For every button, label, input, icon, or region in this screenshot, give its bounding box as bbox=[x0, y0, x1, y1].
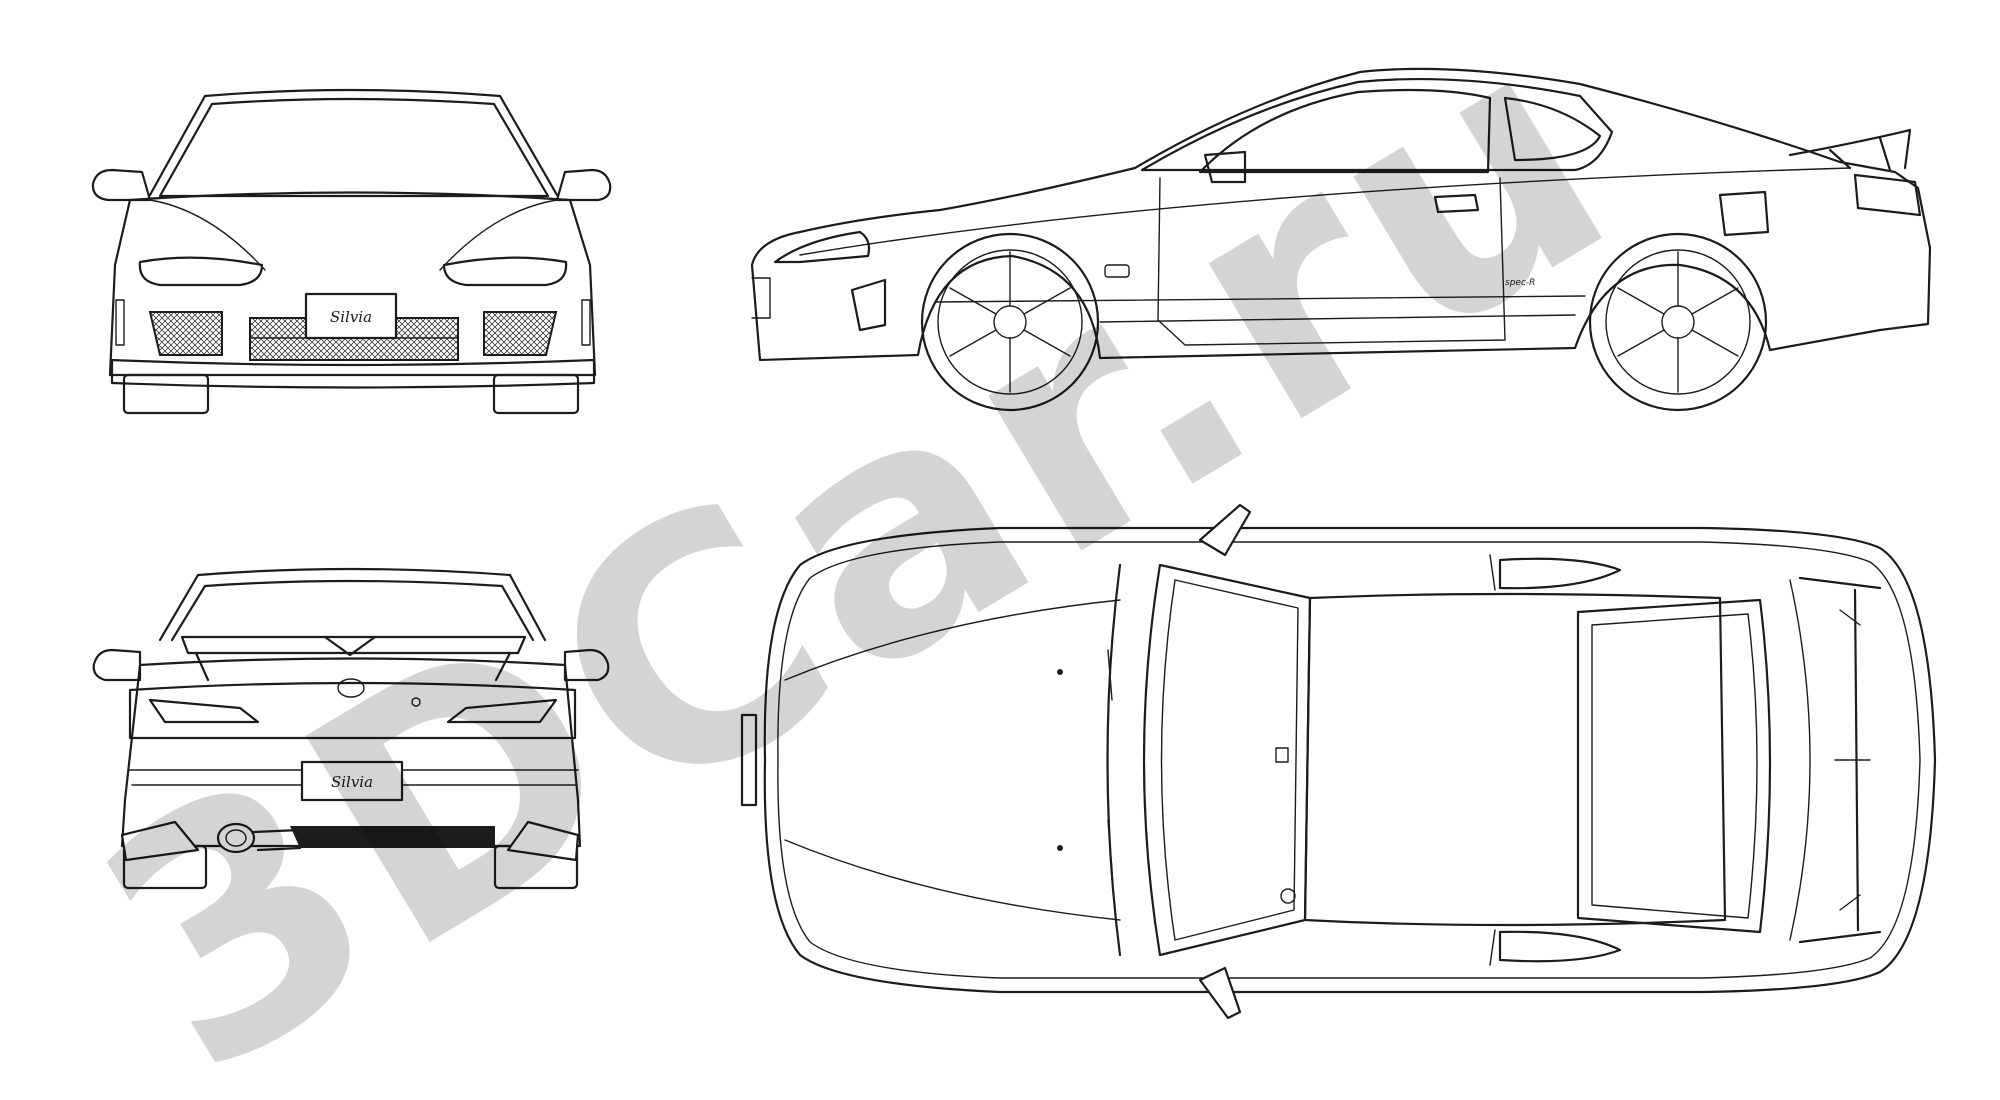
rear-view: Silvia bbox=[92, 567, 610, 890]
front-right-mirror bbox=[555, 168, 612, 202]
side-rear-spoiler bbox=[1788, 128, 1912, 172]
top-antenna-base bbox=[1280, 888, 1296, 904]
top-rear-window bbox=[1576, 598, 1772, 934]
front-right-headlight bbox=[442, 256, 568, 287]
rear-left-mirror bbox=[92, 648, 142, 682]
rear-wheel bbox=[1588, 232, 1768, 412]
front-right-tire bbox=[492, 373, 580, 415]
watermark: 3DCar.ru bbox=[42, 0, 1672, 1100]
top-windshield bbox=[1142, 563, 1312, 957]
rear-body bbox=[120, 657, 582, 848]
rear-right-taillight bbox=[446, 698, 558, 724]
front-license-plate bbox=[304, 292, 398, 340]
side-door-handle bbox=[1433, 193, 1480, 214]
front-left-tire bbox=[122, 373, 210, 415]
side-headlight bbox=[773, 230, 871, 264]
side-mirror bbox=[1203, 150, 1247, 184]
front-left-intake bbox=[148, 311, 223, 356]
hood-rear-edge bbox=[1106, 563, 1122, 957]
exhaust-tip bbox=[216, 822, 256, 854]
front-left-headlight bbox=[138, 256, 264, 287]
rear-trunk bbox=[128, 681, 577, 740]
fuel-door bbox=[1718, 190, 1770, 237]
front-windshield bbox=[148, 88, 559, 197]
top-roof bbox=[1303, 592, 1727, 927]
top-mirror-mount bbox=[1275, 747, 1289, 763]
side-body bbox=[750, 67, 1932, 362]
side-marker-light bbox=[1104, 264, 1130, 278]
front-glass bbox=[158, 97, 550, 198]
rear-license-plate bbox=[300, 760, 404, 802]
rear-right-mirror bbox=[563, 648, 610, 682]
front-right-intake bbox=[483, 311, 558, 356]
rear-key-lock bbox=[411, 697, 421, 707]
rear-plate-badge: Silvia bbox=[331, 773, 373, 791]
front-left-mirror bbox=[91, 168, 152, 202]
front-body bbox=[108, 191, 597, 377]
side-taillight bbox=[1853, 173, 1922, 217]
rear-left-taillight bbox=[148, 698, 260, 724]
side-windows bbox=[1140, 77, 1614, 172]
front-bumper-tip bbox=[740, 713, 758, 807]
top-body bbox=[763, 526, 1937, 994]
side-view: spec-R bbox=[750, 67, 1932, 412]
side-door-window bbox=[1198, 88, 1492, 174]
front-view: Silvia bbox=[91, 88, 612, 415]
rear-diffuser bbox=[290, 826, 495, 848]
side-door bbox=[1157, 177, 1506, 346]
top-right-mirror bbox=[1198, 966, 1242, 1020]
rear-emblem bbox=[337, 678, 365, 698]
side-emblem: spec-R bbox=[1505, 278, 1535, 288]
front-lip bbox=[110, 358, 596, 389]
front-wheel bbox=[920, 232, 1100, 412]
top-left-door-sill bbox=[1498, 557, 1622, 590]
side-front-vent bbox=[850, 278, 887, 332]
front-plate-badge: Silvia bbox=[330, 308, 372, 326]
top-right-door-sill bbox=[1498, 930, 1622, 963]
top-view bbox=[740, 503, 1937, 1020]
rear-window bbox=[158, 567, 547, 642]
top-left-mirror bbox=[1198, 503, 1252, 557]
side-quarter-window bbox=[1503, 96, 1602, 162]
rear-spoiler bbox=[180, 635, 527, 655]
